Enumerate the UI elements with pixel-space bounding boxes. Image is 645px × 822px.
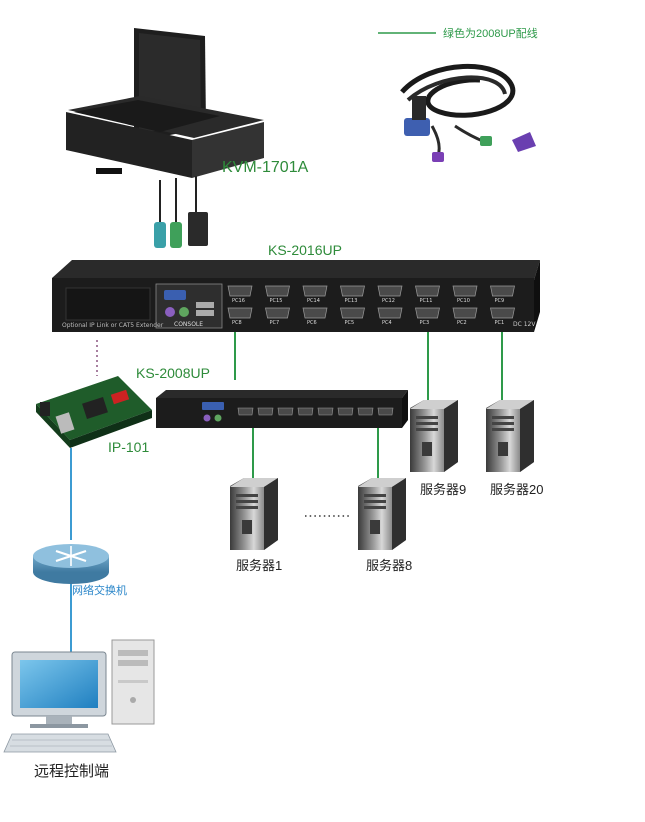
vga-port xyxy=(452,307,478,319)
server-8-icon xyxy=(358,478,406,550)
legend-text: 绿色为2008UP配线 xyxy=(443,26,538,40)
ks2016-ports-top: PC16 PC15 PC14 PC13 PC12 PC11 PC10 PC9 xyxy=(227,285,515,304)
label-server-8: 服务器8 xyxy=(366,558,412,573)
cable-bundle-image xyxy=(400,64,536,162)
ks-2016up-switch: CONSOLE Optional IP Link or CAT5 Extende… xyxy=(52,260,540,332)
port-label: PC10 xyxy=(457,298,470,304)
port-label: PC14 xyxy=(307,298,320,304)
port-label: PC2 xyxy=(457,320,467,326)
vga-port xyxy=(377,285,403,297)
ks2016-panel-text: Optional IP Link or CAT5 Extender xyxy=(62,322,164,329)
label-network-switch: 网络交换机 xyxy=(72,583,127,597)
ks2016-dc-label: DC 12V xyxy=(513,321,536,328)
server-1-icon xyxy=(230,478,278,550)
ks-2008up-switch xyxy=(156,390,408,428)
server-9-icon xyxy=(410,400,458,472)
label-kvm-1701a: KVM-1701A xyxy=(222,159,309,176)
vga-port xyxy=(415,285,440,297)
port-label: PC13 xyxy=(345,298,358,304)
port-label: PC11 xyxy=(420,298,433,304)
ks2008-vga-port xyxy=(337,407,354,416)
label-server-1: 服务器1 xyxy=(236,558,282,573)
ks2008-vga-port xyxy=(317,407,334,416)
port-label: PC15 xyxy=(270,298,283,304)
port-label: PC9 xyxy=(495,298,505,304)
vga-port xyxy=(377,307,403,319)
port-label: PC1 xyxy=(495,320,505,326)
ks2008-vga-port xyxy=(377,407,394,416)
green-cables xyxy=(234,332,503,482)
kvm-cable-connectors xyxy=(154,176,208,248)
vga-port xyxy=(265,285,290,297)
ks2008-vga-port xyxy=(357,407,374,416)
port-label: PC12 xyxy=(382,298,395,304)
network-switch-icon xyxy=(33,544,109,584)
ks2016-ports-bottom: PC8 PC7 PC6 PC5 PC4 PC3 PC2 PC1 xyxy=(227,307,515,326)
vga-port xyxy=(265,307,290,319)
ks2016-console-label: CONSOLE xyxy=(174,321,203,328)
port-label: PC4 xyxy=(382,320,392,326)
port-label: PC16 xyxy=(232,298,245,304)
vga-port xyxy=(340,285,365,297)
port-label: PC8 xyxy=(232,320,242,326)
vga-port xyxy=(227,307,253,319)
label-server-20: 服务器20 xyxy=(490,482,543,497)
label-server-9: 服务器9 xyxy=(420,482,466,497)
vga-port xyxy=(490,307,515,319)
kvm-1701a-console-image xyxy=(66,28,264,178)
vga-port xyxy=(340,307,365,319)
ip-101-board-image xyxy=(36,376,152,448)
vga-port xyxy=(302,307,328,319)
ks2008-vga-port xyxy=(257,407,274,416)
label-ks-2008up: KS-2008UP xyxy=(136,365,210,381)
port-label: PC5 xyxy=(345,320,355,326)
label-remote-console: 远程控制端 xyxy=(34,763,109,780)
label-ks-2016up: KS-2016UP xyxy=(268,242,342,258)
port-label: PC6 xyxy=(307,320,317,326)
vga-port xyxy=(415,307,440,319)
port-label: PC7 xyxy=(270,320,280,326)
label-ip-101: IP-101 xyxy=(108,439,149,455)
vga-port xyxy=(302,285,328,297)
ks2008-vga-port xyxy=(297,407,314,416)
ks2008-vga-port xyxy=(237,407,254,416)
port-label: PC3 xyxy=(420,320,430,326)
remote-computer-icon xyxy=(3,639,155,753)
ks2008-vga-port xyxy=(277,407,294,416)
vga-port xyxy=(227,285,253,297)
server-20-icon xyxy=(486,400,534,472)
vga-port xyxy=(452,285,478,297)
vga-port xyxy=(490,285,515,297)
